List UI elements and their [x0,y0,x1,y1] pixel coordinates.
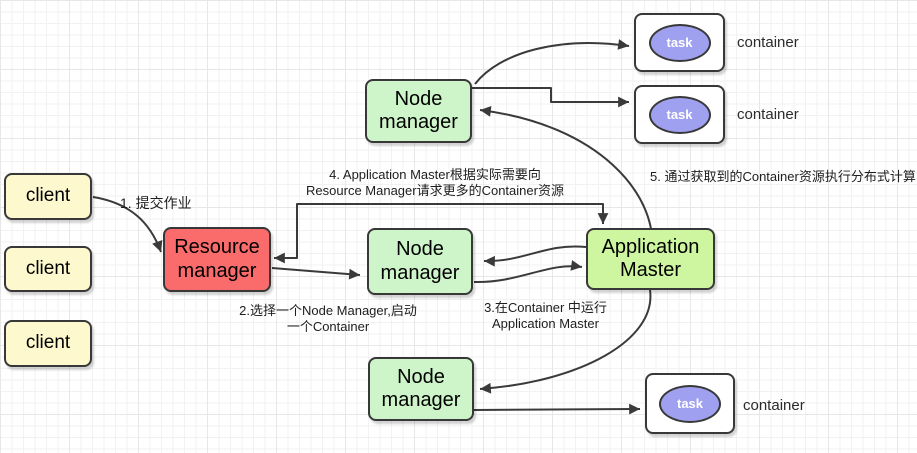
annotation-step-3-line-2: Application Master [492,315,599,331]
client-label: client [25,185,71,207]
task-label: task [676,395,704,411]
container-caption-2[interactable]: container [737,106,799,123]
annotation-step-4[interactable]: 4. Application Master根据实际需要向 Resource Ma… [297,167,573,198]
task-label: task [666,106,693,122]
node-manager-label: Node manager [381,365,461,411]
client-label: client [25,257,71,279]
arrow-rm-to-nm-middle[interactable] [271,267,361,280]
container-caption-1[interactable]: container [737,34,799,51]
task-ellipse[interactable]: task [648,23,711,62]
node-manager-top[interactable]: Node manager [365,79,472,143]
node-container-3[interactable]: task [645,373,735,434]
node-client-3[interactable]: client [4,320,92,367]
node-container-1[interactable]: task [634,13,725,72]
annotation-step-4-line-1: 4. Application Master根据实际需要向 [329,167,541,182]
node-client-1[interactable]: client [4,173,92,220]
application-master-label: Application Master [601,235,700,281]
annotation-step-2-line-1: 2.选择一个Node Manager,启动 [239,303,417,318]
node-client-2[interactable]: client [4,246,92,292]
arrow-am-to-nm-bottom[interactable] [479,289,652,394]
client-label: client [25,332,71,354]
task-ellipse[interactable]: task [648,95,711,134]
task-label: task [666,34,693,50]
annotation-step-4-line-2: Resource Manager请求更多的Container资源 [306,182,564,198]
annotation-step-2-line-2: 一个Container [286,318,370,334]
node-application-master[interactable]: Application Master [586,228,715,290]
node-resource-manager[interactable]: Resource manager [163,227,271,292]
node-manager-middle[interactable]: Node manager [367,228,473,295]
arrow-am-request-resources[interactable] [274,203,609,264]
node-manager-label: Node manager [379,87,458,133]
annotation-step-3-line-1: 3.在Container 中运行 [484,300,607,315]
task-ellipse[interactable]: task [659,384,721,423]
resource-manager-label: Resource manager [174,236,260,282]
arrow-nm-top-to-container-2[interactable] [472,87,629,108]
node-manager-bottom[interactable]: Node manager [368,357,474,421]
arrow-nm-bottom-to-container-3[interactable] [473,403,641,415]
container-caption-3[interactable]: container [743,397,805,414]
arrow-nm-middle-to-am[interactable] [473,260,583,284]
arrow-client-submit-job[interactable] [92,196,163,253]
annotation-step-3[interactable]: 3.在Container 中运行 Application Master [473,300,618,331]
annotation-step-2[interactable]: 2.选择一个Node Manager,启动 一个Container [237,303,419,334]
annotation-step-1[interactable]: 1. 提交作业 [120,195,192,211]
annotation-step-5[interactable]: 5. 通过获取到的Container资源执行分布式计算 [650,169,916,184]
arrow-nm-top-to-container-1[interactable] [474,39,630,85]
node-container-2[interactable]: task [634,85,725,144]
node-manager-label: Node manager [380,238,460,284]
arrow-am-to-nm-middle[interactable] [483,245,587,267]
